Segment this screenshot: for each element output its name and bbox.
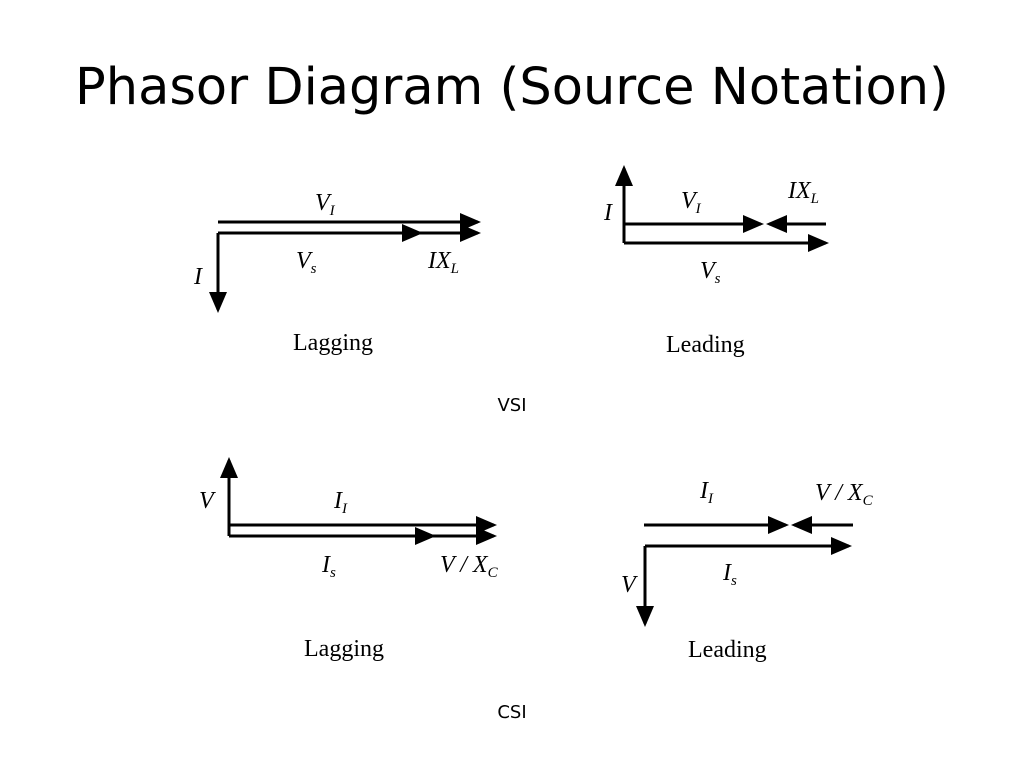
vxc-label: V / XC: [440, 552, 499, 581]
i-label: I: [603, 200, 613, 226]
vsi-leading-caption: Leading: [666, 332, 745, 358]
v-label: V: [621, 572, 638, 598]
vs-label: Vs: [296, 248, 317, 277]
csi-leading-diagram: II V / XC Is V Leading: [621, 478, 874, 663]
csi-lagging-caption: Lagging: [304, 636, 384, 662]
is-label: Is: [321, 552, 336, 581]
vi-label: VI: [315, 190, 336, 219]
slide-title: Phasor Diagram (Source Notation): [75, 58, 949, 117]
ixl-label: IXL: [427, 248, 459, 277]
is-label: Is: [722, 560, 737, 589]
vsi-lagging-caption: Lagging: [293, 330, 373, 356]
vsi-leading-diagram: VI IXL Vs I Leading: [603, 165, 829, 358]
vsi-caption: VSI: [497, 395, 527, 416]
csi-lagging-diagram: II Is V / XC V Lagging: [199, 457, 499, 662]
i-label: I: [193, 264, 203, 290]
vsi-lagging-diagram: VI Vs IXL I Lagging: [193, 190, 481, 356]
vi-label: VI: [681, 188, 702, 217]
ixl-label: IXL: [787, 178, 819, 207]
ii-label: II: [699, 478, 714, 507]
vxc-label: V / XC: [815, 480, 874, 509]
v-label: V: [199, 488, 216, 514]
csi-caption: CSI: [497, 702, 527, 723]
vs-label: Vs: [700, 258, 721, 287]
csi-leading-caption: Leading: [688, 637, 767, 663]
ii-label: II: [333, 488, 348, 517]
